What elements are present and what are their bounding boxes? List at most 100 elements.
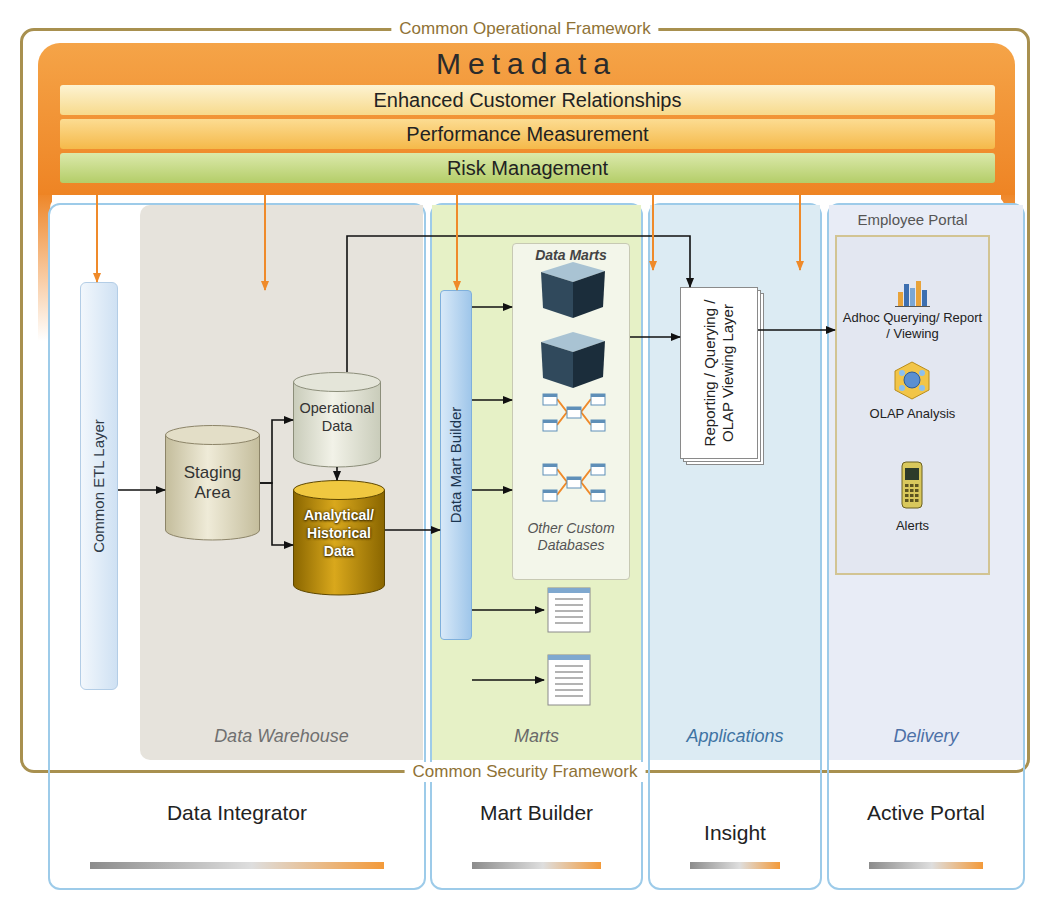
data-mart-icons-part <box>543 420 557 423</box>
node-label: Enhanced Customer Relationships <box>60 85 995 115</box>
portal-box: Employee PortalAdhoc Querying/ Report / … <box>835 235 990 575</box>
builder-bar: Data Mart Builder <box>440 290 472 640</box>
product-bar <box>472 862 601 869</box>
node-label: Common ETL Layer <box>90 291 108 681</box>
mart-outputs-part <box>555 683 583 685</box>
product-bar <box>869 862 983 869</box>
node-label: Analytical/ Historical Data <box>295 506 383 560</box>
data-mart-icons-part <box>557 469 591 495</box>
data-mart-icons-part <box>543 490 557 493</box>
product-column: Data Integrator Data Warehouse Staging Are… <box>48 203 426 890</box>
node-label: Performance Measurement <box>60 119 995 149</box>
flow-arrow <box>472 306 512 308</box>
cylinder-shape-part <box>294 382 381 467</box>
mart-outputs-part <box>548 655 590 660</box>
product-bar <box>90 862 384 869</box>
phone-icon-part <box>915 484 919 487</box>
framework-frame: Common Operational FrameworkCommon Secur… <box>20 28 1030 773</box>
chart-icon-part <box>910 288 915 306</box>
region-name: Data Warehouse <box>140 725 423 747</box>
portal-item: OLAP Analysis <box>840 360 985 430</box>
data-mart-icons-part <box>557 399 591 425</box>
flow-arrow <box>118 489 165 491</box>
flow-arrow <box>347 236 690 372</box>
phone-icon-part <box>910 489 914 492</box>
portal-heading: Employee Portal <box>835 211 990 229</box>
phone-icon-part <box>915 494 919 497</box>
olap-icon-part <box>895 362 929 399</box>
cylinder-shape-part <box>166 435 260 540</box>
metadata-arrow <box>96 195 98 282</box>
data-mart-icons-part <box>591 464 605 475</box>
mart-outputs-part <box>472 609 544 611</box>
mart-outputs-part <box>555 610 583 612</box>
mart-outputs-part <box>555 665 583 667</box>
olap-icon-part <box>899 385 905 391</box>
metadata-arrow <box>799 195 801 270</box>
phone-icon-part <box>910 484 914 487</box>
node-label: Alerts <box>840 518 985 534</box>
data-mart-icons-part <box>543 490 557 501</box>
node-label: Data Mart Builder <box>447 295 465 635</box>
mart-outputs-part <box>472 679 544 681</box>
node-label: Risk Management <box>60 153 995 183</box>
mart-outputs-part <box>555 598 583 600</box>
product-name: Active Portal <box>829 800 1023 825</box>
node-label: Reporting / Querying / OLAP Viewing Laye… <box>701 293 737 453</box>
layer-region: Applications Reporting / Querying / OLAP … <box>650 205 820 760</box>
data-mart-icons-part <box>591 394 605 405</box>
phone-icon-part <box>902 462 922 508</box>
database-cylinder: Staging Area <box>165 425 260 540</box>
data-mart-icons-part <box>591 490 605 501</box>
data-mart-icons-part <box>567 407 581 418</box>
data-mart-icons-part <box>591 420 605 423</box>
portal-item: Adhoc Querying/ Report / Viewing <box>840 280 985 348</box>
chart-icon <box>840 280 985 308</box>
data-mart-icons-part <box>541 272 573 318</box>
data-mart-icons-part <box>573 271 605 318</box>
product-name: Insight <box>650 820 820 845</box>
phone-icon-part <box>905 468 919 480</box>
flow-arrow <box>472 489 512 491</box>
mart-outputs-part <box>555 671 583 673</box>
data-mart-icons-part <box>591 420 605 431</box>
data-mart-icons-part <box>543 464 557 467</box>
flow-arrow <box>758 329 835 331</box>
flow-arrow <box>260 420 293 483</box>
data-mart-icons-part <box>591 490 605 493</box>
cylinder-shape-part <box>166 426 260 445</box>
mart-outputs-part <box>555 622 583 624</box>
cylinder-shape-part <box>294 490 385 595</box>
phone-icon-part <box>905 489 909 492</box>
chart-icon-part <box>898 292 903 306</box>
flow-arrow <box>630 336 680 338</box>
flow-arrow <box>336 467 338 480</box>
group-heading: Data Marts <box>513 247 629 264</box>
flow-arrow <box>385 529 440 531</box>
product-name: Mart Builder <box>432 800 641 825</box>
node-label: OLAP Analysis <box>840 406 985 422</box>
region-name: Marts <box>432 725 641 747</box>
region-name: Applications <box>650 725 820 747</box>
olap-icon-part <box>919 370 925 376</box>
flow-arrow <box>260 483 293 545</box>
olap-icon-part <box>899 370 905 376</box>
cylinder-shape <box>165 425 260 540</box>
phone-icon-part <box>905 484 909 487</box>
band-title: Metadata <box>38 46 1015 82</box>
data-mart-icons-part <box>591 394 605 397</box>
phone-icon-part <box>905 494 909 497</box>
mart-outputs-part <box>548 588 590 632</box>
product-column: Insight Applications Reporting / Querying … <box>648 203 822 890</box>
node-label: Staging Area <box>169 463 256 503</box>
metadata-arrow <box>456 195 458 290</box>
chart-icon-part <box>916 281 921 306</box>
region-name: Delivery <box>829 725 1023 747</box>
metadata-arrow <box>264 195 266 290</box>
phone-icon-part <box>905 499 909 502</box>
product-name: Data Integrator <box>50 800 424 825</box>
data-mart-icons-part <box>567 477 581 480</box>
report-layer: Reporting / Querying / OLAP Viewing Laye… <box>680 287 758 459</box>
flow-arrow <box>472 399 512 401</box>
